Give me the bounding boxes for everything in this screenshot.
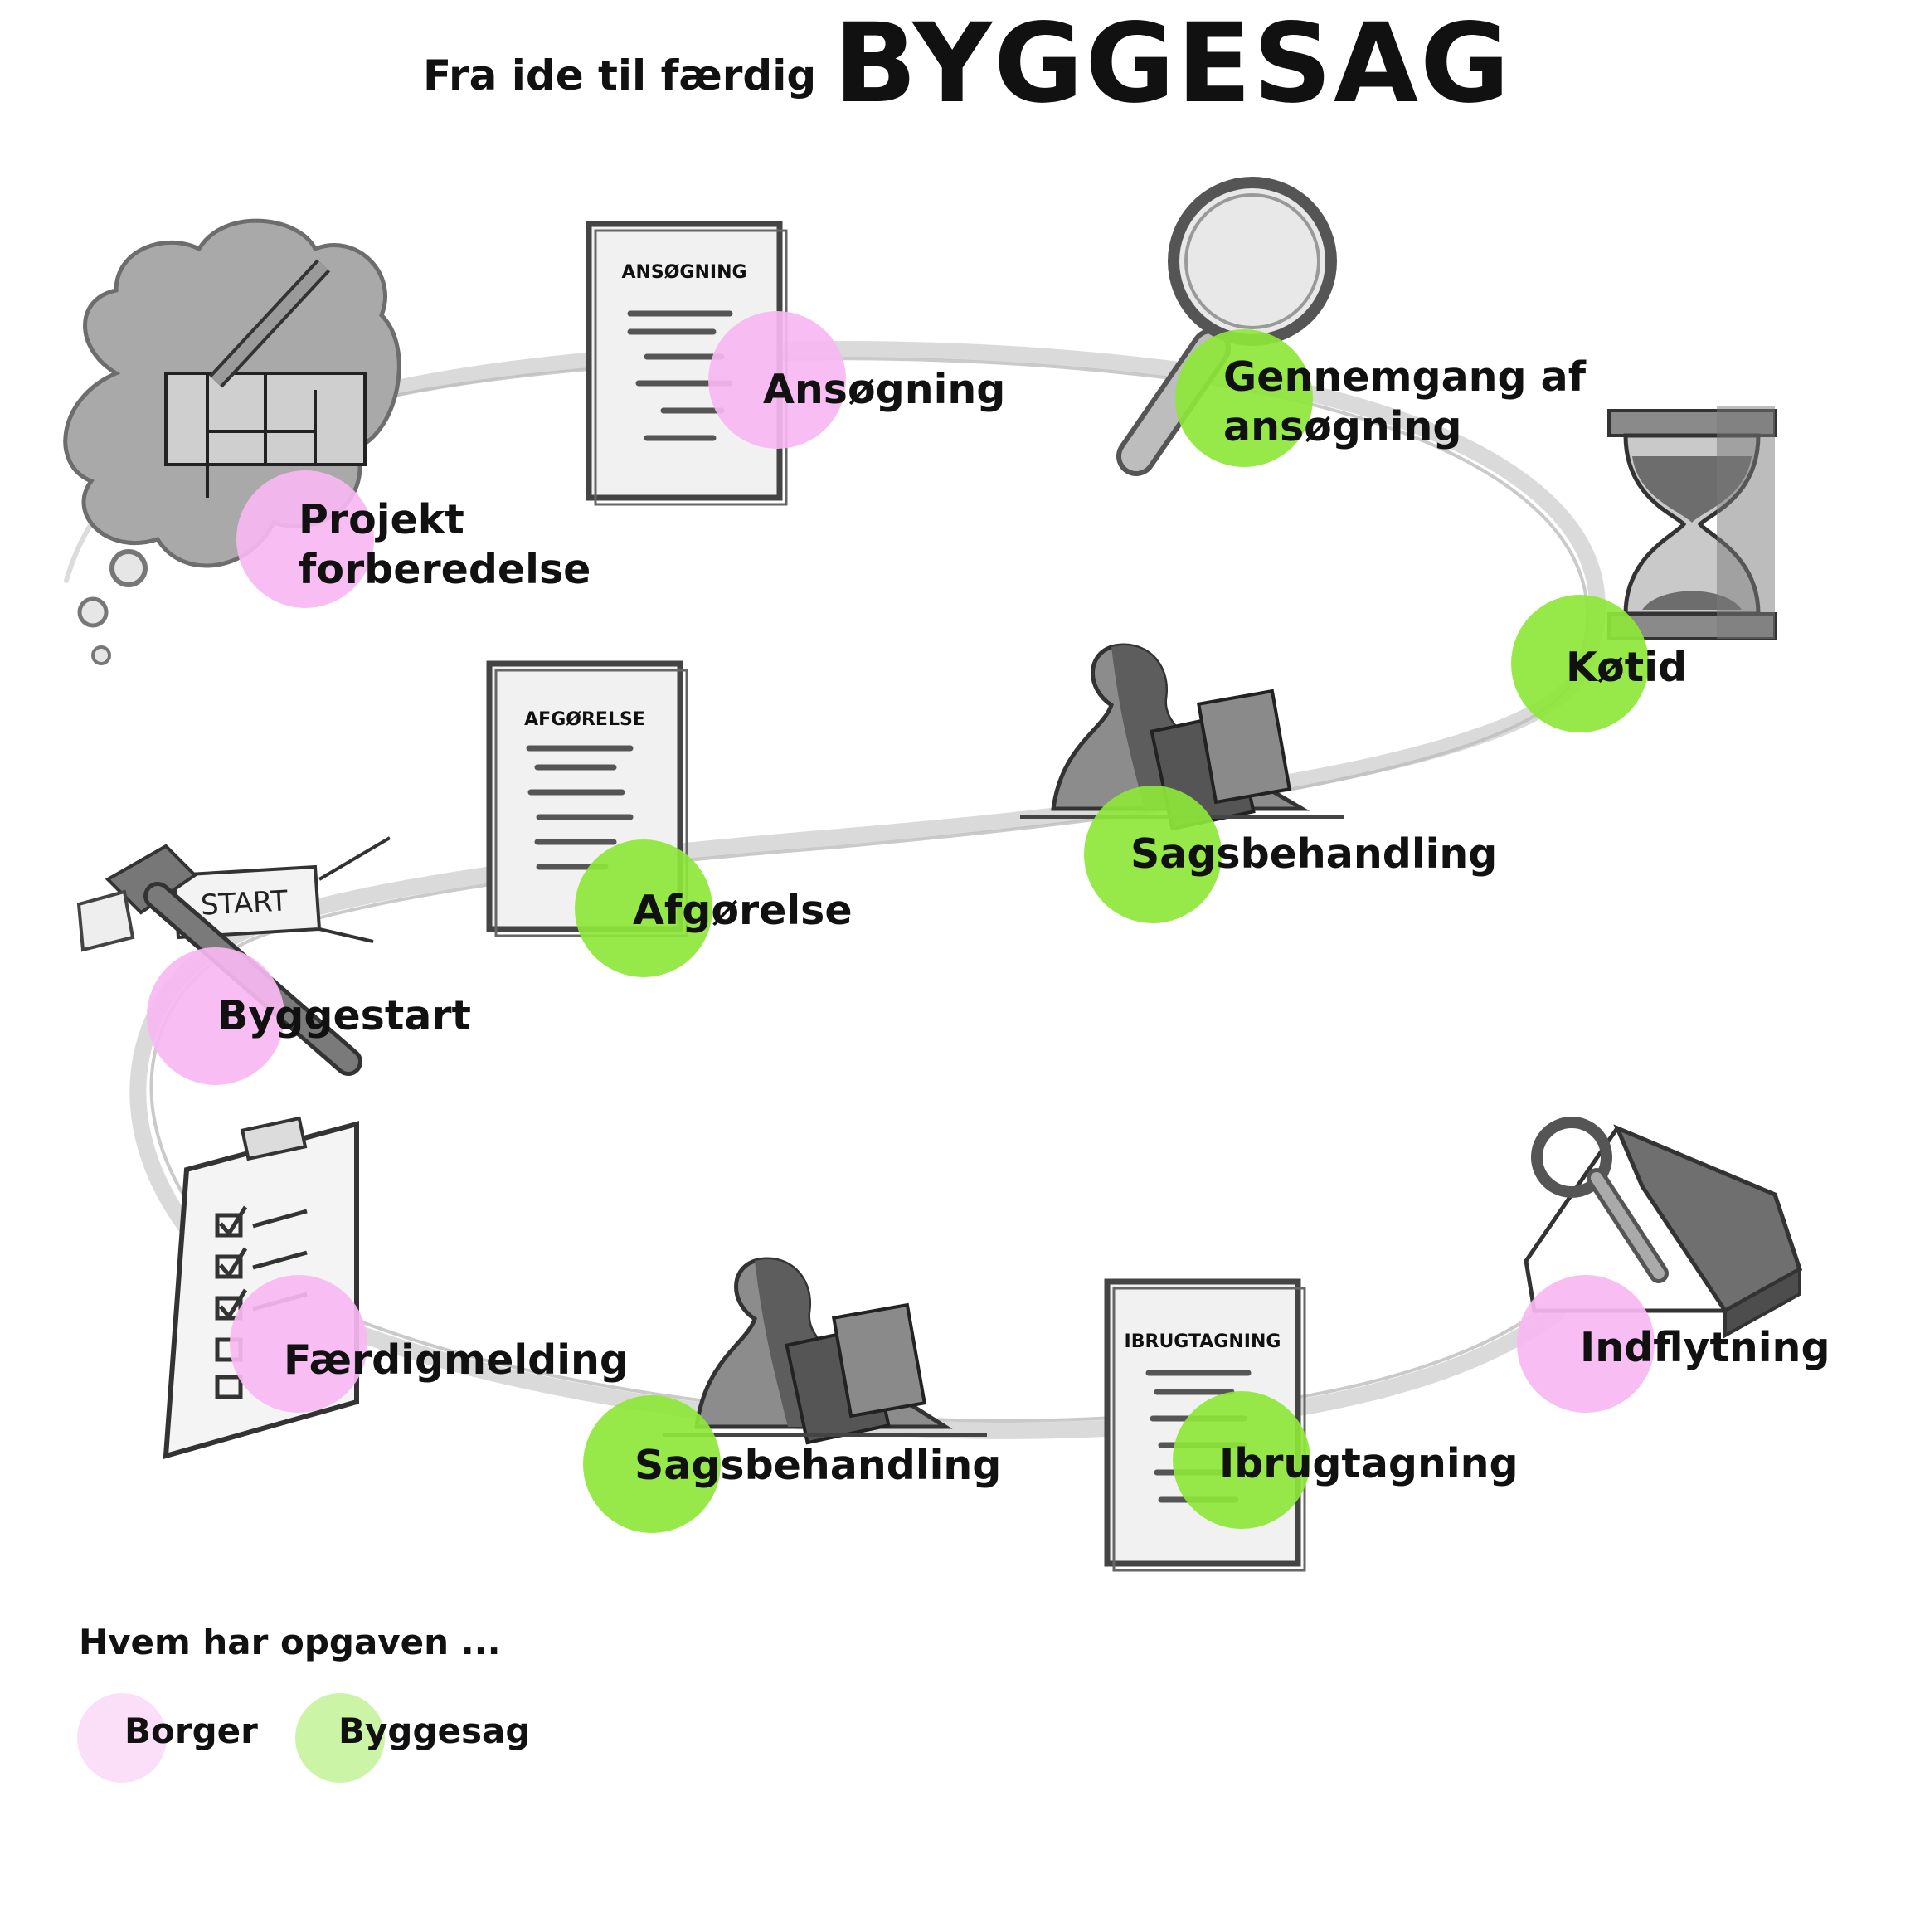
legend-circles — [77, 1693, 385, 1783]
role-circle-sagsbehandling1 — [1084, 786, 1222, 923]
caseworker-icon-2 — [663, 1257, 987, 1445]
title-prefix: Fra ide til færdig — [423, 51, 817, 100]
step-label-line2: ansøgning — [1223, 403, 1462, 450]
page-title: BYGGESAG — [834, 0, 1512, 128]
step-label-sagsbehandling-1: Sagsbehandling — [1130, 830, 1498, 878]
step-label-line1: Projekt — [299, 496, 464, 543]
step-label-byggestart: Byggestart — [217, 992, 471, 1039]
role-circle-faerdigmelding — [230, 1275, 367, 1413]
step-label-projekt: Projekt forberedelse — [299, 495, 591, 595]
role-circle-ansoegning — [708, 311, 846, 449]
doc-title-ansoegning: ANSØGNING — [621, 262, 746, 283]
hourglass-icon — [1607, 406, 1777, 640]
step-label-ansoegning: Ansøgning — [763, 366, 1006, 413]
doc-title-afgoerelse: AFGØRELSE — [524, 709, 645, 730]
role-circle-afgoerelse — [575, 839, 712, 977]
step-label-ibrugtagning: Ibrugtagning — [1219, 1440, 1519, 1487]
caseworker-icon — [1020, 643, 1344, 831]
role-circle-byggestart — [147, 947, 284, 1085]
step-label-koetid: Køtid — [1566, 644, 1688, 691]
role-circle-ibrugtagning — [1173, 1391, 1310, 1529]
role-circle-projekt — [236, 470, 374, 608]
house-key-icon — [1524, 1117, 1803, 1339]
step-label-line1: Gennemgang af — [1223, 353, 1587, 401]
legend-swatch-borger — [77, 1693, 167, 1783]
step-label-afgoerelse: Afgørelse — [633, 887, 853, 934]
legend-label-byggesag: Byggesag — [338, 1711, 531, 1751]
legend-label-borger: Borger — [124, 1711, 258, 1751]
role-circle-gennemgang — [1175, 329, 1313, 467]
step-label-indflytning: Indflytning — [1580, 1324, 1830, 1371]
legend-swatch-byggesag — [295, 1693, 385, 1783]
role-circle-indflytning — [1517, 1275, 1655, 1413]
step-label-gennemgang: Gennemgang af ansøgning — [1223, 353, 1586, 452]
step-label-sagsbehandling-2: Sagsbehandling — [634, 1442, 1002, 1489]
step-label-faerdigmelding: Færdigmelding — [284, 1336, 629, 1384]
role-circle-sagsbehandling2 — [583, 1395, 721, 1533]
start-sign-text: START — [200, 884, 289, 922]
doc-title-ibrugtagning: IBRUGTAGNING — [1125, 1331, 1281, 1352]
legend-title: Hvem har opgaven ... — [79, 1622, 501, 1662]
role-circles — [147, 311, 1655, 1533]
step-label-line2: forberedelse — [299, 546, 591, 593]
thought-cloud-floorplan-icon — [63, 218, 401, 665]
role-circle-koetid — [1511, 595, 1649, 732]
